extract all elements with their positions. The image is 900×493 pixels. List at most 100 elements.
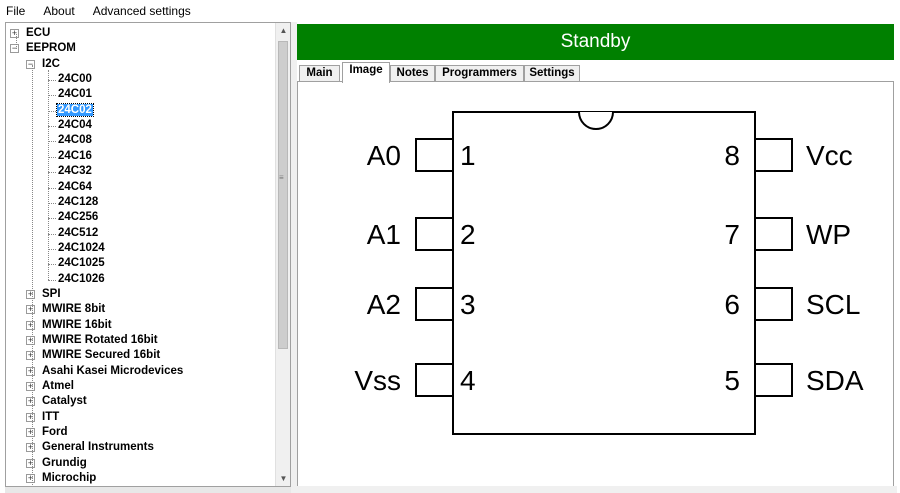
tree-node-group[interactable]: ITT xyxy=(41,410,60,425)
tree-node-24c256[interactable]: 24C256 xyxy=(57,210,99,225)
tree-node-label: EEPROM xyxy=(26,42,76,55)
plus-box-icon[interactable]: + xyxy=(26,288,35,299)
tree-node-label: SPI xyxy=(42,287,61,300)
plus-box-icon[interactable]: + xyxy=(26,304,35,315)
tree-node-group[interactable]: MWIRE 16bit xyxy=(41,318,113,333)
tab-settings[interactable]: Settings xyxy=(524,65,580,82)
tree-node-group[interactable]: MWIRE Secured 16bit xyxy=(41,348,161,363)
tree-node-label: MWIRE 16bit xyxy=(42,318,112,331)
pin-box xyxy=(415,138,454,172)
tree-node-24c02[interactable]: 24C02 xyxy=(56,102,94,118)
tree-node-24c16[interactable]: 24C16 xyxy=(57,149,93,164)
tab-strip: Main Image Notes Programmers Settings xyxy=(297,62,894,83)
menu-about[interactable]: About xyxy=(43,4,75,18)
tree-line xyxy=(32,64,33,486)
tab-programmers[interactable]: Programmers xyxy=(435,65,524,82)
tree-node-group[interactable]: MWIRE Rotated 16bit xyxy=(41,333,159,348)
tree-node-label: 24C1025 xyxy=(58,257,105,270)
tree-line xyxy=(48,69,49,280)
tree-node-24c1026[interactable]: 24C1026 xyxy=(57,272,106,287)
plus-box-icon[interactable]: + xyxy=(26,396,35,407)
tree-line xyxy=(48,248,56,250)
tree-node-label: ITT xyxy=(42,410,60,423)
tree-node-24c64[interactable]: 24C64 xyxy=(57,180,93,195)
tree-node-label: 24C128 xyxy=(58,195,99,208)
tree-scrollbar[interactable]: ▲ ≡ ▼ xyxy=(275,23,290,486)
pin-name: A0 xyxy=(367,140,401,171)
tree-node-24c1024[interactable]: 24C1024 xyxy=(57,241,106,256)
pin-box xyxy=(754,217,793,251)
pin-name: Vss xyxy=(354,365,401,396)
menu-file[interactable]: File xyxy=(6,4,26,18)
main-panel: Standby Main Image Notes Programmers Set… xyxy=(297,22,897,493)
tree-hscroll[interactable] xyxy=(5,487,291,493)
tree-node-ecu[interactable]: ECU xyxy=(25,26,51,41)
pin-box xyxy=(415,287,454,321)
plus-box-icon[interactable]: + xyxy=(26,473,35,484)
tree-node-label: Asahi Kasei Microdevices xyxy=(42,364,184,377)
tree-node-24c1025[interactable]: 24C1025 xyxy=(57,256,106,271)
tree-node-24c01[interactable]: 24C01 xyxy=(57,87,93,102)
tree-node-group[interactable]: General Instruments xyxy=(41,440,155,455)
tab-main[interactable]: Main xyxy=(299,65,340,82)
tree-node-label: Grundig xyxy=(42,456,87,469)
plus-box-icon[interactable]: + xyxy=(26,381,35,392)
plus-box-icon[interactable]: + xyxy=(10,28,19,38)
tree-node-label: Microchip xyxy=(42,472,97,485)
tree-node-label: MWIRE Secured 16bit xyxy=(42,349,161,362)
status-bar: Standby xyxy=(297,24,894,60)
plus-box-icon[interactable]: + xyxy=(26,365,35,376)
pin-number: 3 xyxy=(460,289,476,320)
plus-box-icon[interactable]: + xyxy=(26,457,35,468)
plus-box-icon[interactable]: + xyxy=(26,319,35,330)
tree-node-label: 24C256 xyxy=(58,211,99,224)
arrow-down-icon[interactable]: ▼ xyxy=(279,474,288,483)
tab-image[interactable]: Image xyxy=(342,62,390,83)
minus-box-icon[interactable]: − xyxy=(26,58,35,69)
tree-node-group[interactable]: Microchip xyxy=(41,471,97,486)
tree-node-group[interactable]: Catalyst xyxy=(41,394,88,409)
tree-node-group[interactable]: Grundig xyxy=(41,456,88,471)
tree-node-group[interactable]: Ford xyxy=(41,425,69,440)
tree-node-24c512[interactable]: 24C512 xyxy=(57,226,99,241)
tree-node-i2c[interactable]: I2C xyxy=(41,57,61,72)
plus-box-icon[interactable]: + xyxy=(26,427,35,438)
plus-box-icon[interactable]: + xyxy=(26,442,35,453)
pin-name: SCL xyxy=(806,289,860,320)
plus-box-icon[interactable]: + xyxy=(26,411,35,422)
panel-splitter[interactable] xyxy=(291,22,297,493)
menu-advanced-settings[interactable]: Advanced settings xyxy=(92,4,191,18)
tree-node-label: Ford xyxy=(42,426,68,439)
tree-node-label: MWIRE Rotated 16bit xyxy=(42,334,158,346)
plus-box-icon[interactable]: + xyxy=(26,350,35,361)
tree-node-24c00[interactable]: 24C00 xyxy=(57,72,93,87)
tree-node-24c08[interactable]: 24C08 xyxy=(57,133,93,148)
tab-notes[interactable]: Notes xyxy=(390,65,435,82)
pin-box xyxy=(415,363,454,397)
scrollbar-thumb[interactable] xyxy=(278,41,288,349)
arrow-up-icon[interactable]: ▲ xyxy=(279,26,288,35)
minus-box-icon[interactable]: − xyxy=(10,43,19,54)
tree-node-group[interactable]: SPI xyxy=(41,287,62,302)
tree-node-label: 24C1024 xyxy=(58,241,105,254)
tree-node-24c128[interactable]: 24C128 xyxy=(57,195,99,210)
tree-node-label: 24C32 xyxy=(58,165,92,178)
pin-box xyxy=(754,138,793,172)
tree-node-group[interactable]: MWIRE 8bit xyxy=(41,302,106,317)
tree-node-label: 24C16 xyxy=(58,149,92,162)
tree-node-group[interactable]: Asahi Kasei Microdevices xyxy=(41,364,184,379)
tree-node-24c32[interactable]: 24C32 xyxy=(57,164,93,179)
pin-number: 6 xyxy=(724,289,740,320)
tree-node-24c04[interactable]: 24C04 xyxy=(57,118,93,133)
tree-node-group[interactable]: Atmel xyxy=(41,379,75,394)
pin-number: 4 xyxy=(460,365,476,396)
tree-line xyxy=(48,202,56,204)
plus-box-icon[interactable]: + xyxy=(26,335,35,345)
tree-node-eeprom[interactable]: EEPROM xyxy=(25,41,77,56)
tree-line xyxy=(48,126,56,128)
tree-node-label: 24C04 xyxy=(58,119,92,132)
grip-icon: ≡ xyxy=(279,173,284,182)
